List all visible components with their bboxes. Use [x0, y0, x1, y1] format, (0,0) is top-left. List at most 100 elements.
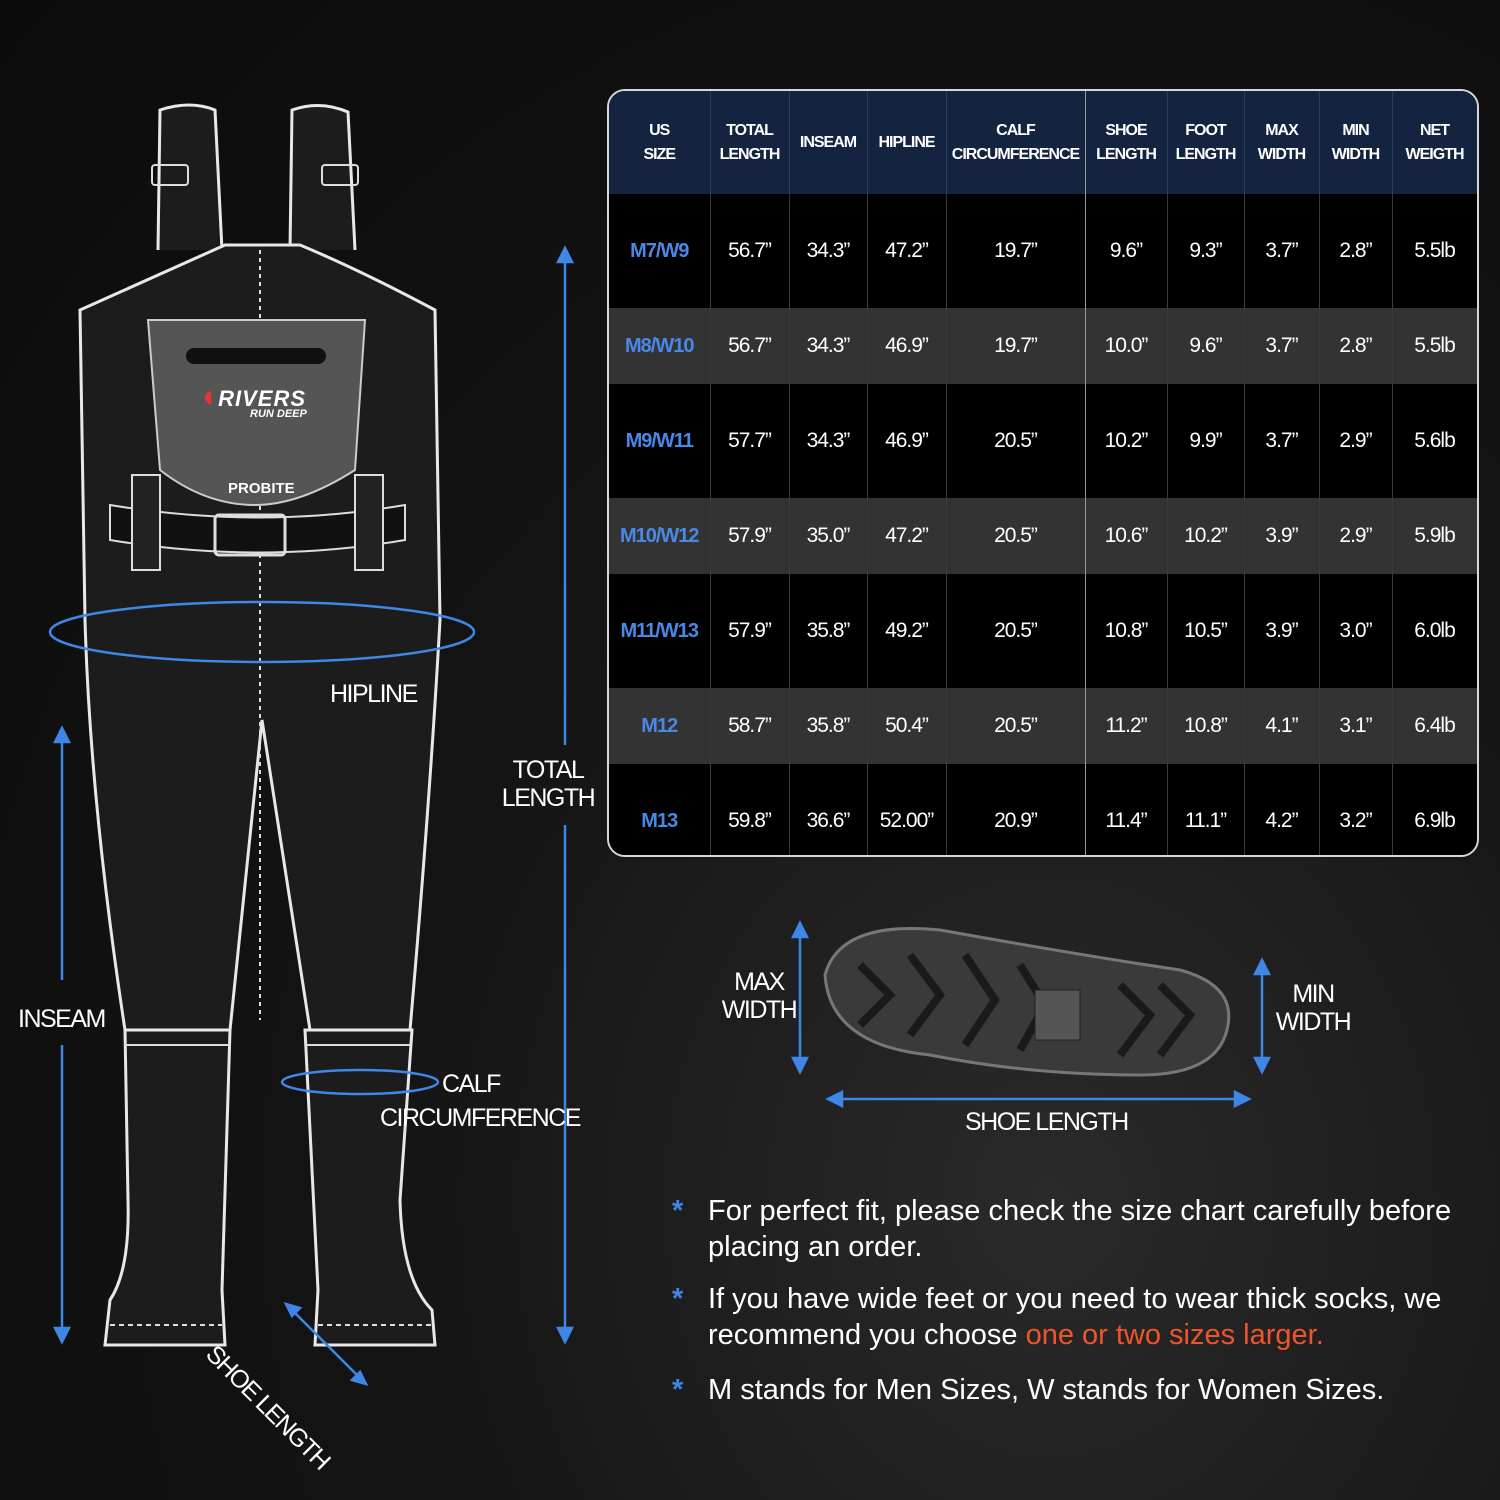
- table-cell: 19.7”: [946, 194, 1086, 308]
- table-cell: 5.6lb: [1392, 384, 1477, 498]
- table-cell: 11.2”: [1085, 688, 1168, 764]
- logo-subtext: RUN DEEP: [250, 408, 307, 420]
- table-cell: 57.7”: [710, 384, 790, 498]
- column-header: HIPLINE: [867, 91, 947, 194]
- column-header-line: MIN: [1342, 121, 1369, 139]
- total-length-label: TOTAL LENGTH: [500, 756, 596, 812]
- table-cell: 56.7”: [710, 308, 790, 384]
- table-cell: 46.9”: [867, 308, 947, 384]
- max-width-label: MAX WIDTH: [720, 968, 798, 1024]
- max-width-line2: WIDTH: [721, 996, 798, 1024]
- table-cell: 4.1”: [1244, 688, 1320, 764]
- max-width-line1: MAX: [734, 968, 785, 996]
- hipline-marker: [48, 600, 476, 664]
- shoe-length-label: SHOE LENGTH: [965, 1108, 1129, 1136]
- table-cell: 2.9”: [1319, 384, 1393, 498]
- min-width-line2: WIDTH: [1275, 1008, 1352, 1036]
- table-cell: 5.9lb: [1392, 498, 1477, 574]
- table-cell: 3.7”: [1244, 194, 1320, 308]
- table-cell: 57.9”: [710, 574, 790, 688]
- buckle-icon: [151, 164, 189, 186]
- column-header-line: CALF: [996, 121, 1036, 139]
- belt-buckle-icon: [213, 513, 287, 557]
- calf-label: CALF CIRCUMFERENCE: [380, 1070, 581, 1132]
- logo-text: RIVERS: [218, 386, 307, 411]
- size-cell: M12: [609, 688, 711, 764]
- table-cell: 10.6”: [1085, 498, 1168, 574]
- column-header-line: TOTAL: [726, 121, 774, 139]
- table-cell: 3.9”: [1244, 574, 1320, 688]
- note-text: If you have wide feet or you need to wea…: [708, 1283, 1442, 1351]
- table-cell: 9.6”: [1167, 308, 1245, 384]
- column-header-line: LENGTH: [1175, 145, 1237, 163]
- pocket-zipper: [186, 348, 326, 364]
- column-header-line: HIPLINE: [878, 133, 935, 151]
- column-header-line: WIDTH: [1331, 145, 1380, 163]
- table-cell: 11.4”: [1085, 764, 1168, 855]
- table-cell: 3.7”: [1244, 308, 1320, 384]
- table-cell: 35.8”: [789, 574, 868, 688]
- note-fit: * For perfect fit, please check the size…: [672, 1193, 1452, 1265]
- calf-line1: CALF: [442, 1070, 501, 1098]
- note-text: M stands for Men Sizes, W stands for Wom…: [708, 1374, 1385, 1406]
- note-highlight: one or two sizes larger.: [1025, 1319, 1324, 1351]
- table-cell: 34.3”: [789, 308, 868, 384]
- table-cell: 20.9”: [946, 764, 1086, 855]
- table-cell: 35.8”: [789, 688, 868, 764]
- size-cell: M9/W11: [609, 384, 711, 498]
- bullet-star-icon: *: [672, 1195, 684, 1227]
- table-cell: 10.2”: [1167, 498, 1245, 574]
- hipline-label: HIPLINE: [330, 680, 418, 708]
- column-header-line: INSEAM: [799, 133, 857, 151]
- table-cell: 9.3”: [1167, 194, 1245, 308]
- table-cell: 10.8”: [1085, 574, 1168, 688]
- column-header: MAX WIDTH: [1244, 91, 1320, 194]
- table-cell: 3.9”: [1244, 498, 1320, 574]
- column-header: SHOE LENGTH: [1085, 91, 1168, 194]
- table-cell: 3.1”: [1319, 688, 1393, 764]
- table-cell: 57.9”: [710, 498, 790, 574]
- table-cell: 46.9”: [867, 384, 947, 498]
- column-header-line: US: [649, 121, 670, 139]
- model-name: PROBITE: [228, 480, 295, 497]
- table-cell: 35.0”: [789, 498, 868, 574]
- table-cell: 50.4”: [867, 688, 947, 764]
- logo-mark-icon: ◖: [199, 380, 219, 413]
- table-cell: 36.6”: [789, 764, 868, 855]
- column-header-line: FOOT: [1185, 121, 1226, 139]
- table-cell: 5.5lb: [1392, 308, 1477, 384]
- table-cell: 10.5”: [1167, 574, 1245, 688]
- note-sizes: * M stands for Men Sizes, W stands for W…: [672, 1372, 1472, 1408]
- size-cell: M7/W9: [609, 194, 711, 308]
- table-cell: 20.5”: [946, 384, 1086, 498]
- table-cell: 9.9”: [1167, 384, 1245, 498]
- table-cell: 2.9”: [1319, 498, 1393, 574]
- table-cell: 20.5”: [946, 688, 1086, 764]
- table-cell: 58.7”: [710, 688, 790, 764]
- table-cell: 9.6”: [1085, 194, 1168, 308]
- bullet-star-icon: *: [672, 1283, 684, 1315]
- total-length-line1: TOTAL: [512, 756, 585, 784]
- table-cell: 3.2”: [1319, 764, 1393, 855]
- min-width-line1: MIN: [1292, 980, 1335, 1008]
- table-cell: 10.0”: [1085, 308, 1168, 384]
- table-cell: 34.3”: [789, 384, 868, 498]
- column-header-line: SHOE: [1105, 121, 1147, 139]
- table-cell: 3.0”: [1319, 574, 1393, 688]
- table-cell: 5.5lb: [1392, 194, 1477, 308]
- column-header-line: LENGTH: [1096, 145, 1157, 163]
- column-header-line: MAX: [1265, 121, 1299, 139]
- size-cell: M8/W10: [609, 308, 711, 384]
- column-header-line: WIDTH: [1257, 145, 1306, 163]
